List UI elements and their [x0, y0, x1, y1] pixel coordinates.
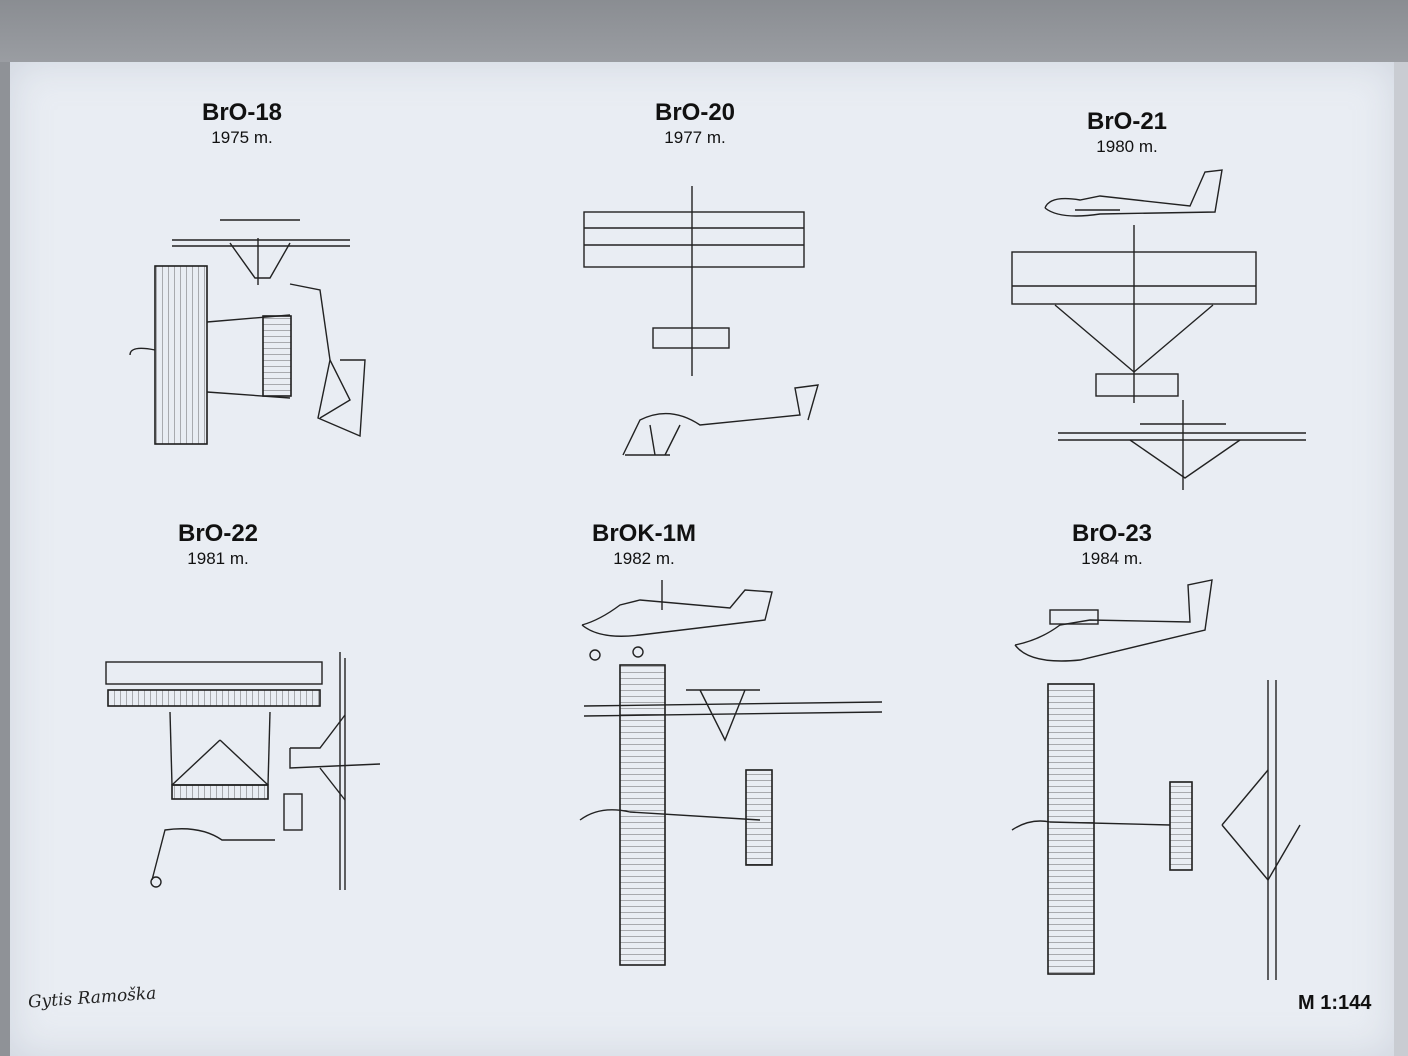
aircraft-year: 1982 m. — [613, 549, 675, 568]
aircraft-name: BrO-22 — [177, 520, 259, 547]
aircraft-year: 1984 m. — [1081, 549, 1143, 568]
aircraft-name: BrO-18 — [201, 99, 283, 126]
aircraft-name: BrO-23 — [1071, 520, 1153, 547]
aircraft-title-bro-21: BrO-21 1980 m. — [1057, 108, 1197, 158]
aircraft-title-bro-22: BrO-22 1981 m. — [148, 520, 288, 570]
sheet-edge — [1394, 62, 1408, 1056]
aircraft-name: BrO-20 — [654, 99, 736, 126]
aircraft-title-brok-1m: BrOK-1M 1982 m. — [564, 520, 724, 570]
scale-label: M 1:144 — [1298, 992, 1372, 1014]
aircraft-title-bro-18: BrO-18 1975 m. — [172, 99, 312, 149]
aircraft-title-bro-23: BrO-23 1984 m. — [1042, 520, 1182, 570]
bro-20-drawing — [583, 186, 819, 456]
aircraft-year: 1981 m. — [187, 549, 249, 568]
aircraft-year: 1975 m. — [211, 128, 273, 147]
bro-18-drawing — [129, 219, 366, 445]
bro-21-drawing — [1011, 169, 1306, 490]
aircraft-name: BrO-21 — [1086, 108, 1168, 135]
aircraft-name: BrOK-1M — [591, 520, 696, 547]
aircraft-year: 1980 m. — [1096, 137, 1158, 156]
brok-1m-drawing — [579, 580, 883, 966]
aircraft-title-bro-20: BrO-20 1977 m. — [625, 99, 765, 149]
background-top — [0, 0, 1408, 62]
bro-22-drawing — [105, 652, 381, 890]
aircraft-year: 1977 m. — [664, 128, 726, 147]
bro-23-drawing — [1011, 579, 1301, 980]
